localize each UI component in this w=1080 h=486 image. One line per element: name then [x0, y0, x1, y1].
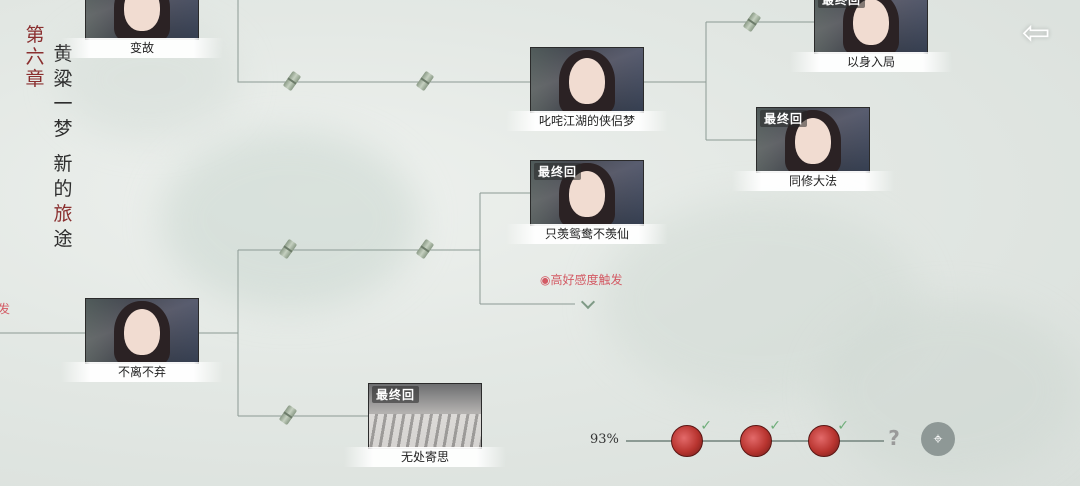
collectible-orb-icon[interactable]: ✓ [808, 418, 849, 457]
final-episode-badge: 最终回 [760, 110, 808, 127]
check-icon: ✓ [837, 418, 849, 434]
check-icon: ✓ [700, 418, 712, 434]
node-thumbnail: 最终回 [530, 160, 644, 226]
node-label: 无处寄思 [344, 447, 506, 467]
node-thumbnail [85, 0, 199, 40]
node-label: 不离不弃 [61, 362, 223, 382]
node-label: 以身入局 [790, 52, 952, 72]
chapter-number: 第六章 [25, 24, 45, 90]
node-thumbnail: 最终回 [814, 0, 928, 54]
collectible-orb-icon[interactable]: ✓ [671, 418, 712, 457]
back-arrow-icon[interactable]: ⇦ [1021, 13, 1051, 53]
node-thumbnail [85, 298, 199, 364]
affection-trigger-hint: ◉高好感度触发 [540, 273, 623, 287]
check-icon: ✓ [769, 418, 781, 434]
chapter-subtitle: 新的旅途 [53, 153, 73, 250]
collectible-orb-icon[interactable]: ✓ [740, 418, 781, 457]
node-thumbnail: 最终回 [368, 383, 482, 449]
background-wash [160, 130, 420, 310]
offscreen-label: 发 [0, 302, 11, 316]
map-pin-icon[interactable]: ⌖ [921, 422, 955, 456]
unknown-reward-icon[interactable]: ? [888, 426, 900, 450]
final-episode-badge: 最终回 [372, 386, 420, 403]
final-episode-badge: 最终回 [818, 0, 866, 8]
node-label: 叱咤江湖的侠侣梦 [506, 111, 668, 131]
node-thumbnail [530, 47, 644, 113]
node-label: 同修大法 [732, 171, 894, 191]
node-label: 只羡鸳鸯不羡仙 [506, 224, 668, 244]
progress-percent: 93% [590, 432, 619, 447]
chapter-title: 黄粱一梦 [53, 43, 73, 140]
final-episode-badge: 最终回 [534, 163, 582, 180]
node-thumbnail: 最终回 [756, 107, 870, 173]
node-label: 变故 [61, 38, 223, 58]
